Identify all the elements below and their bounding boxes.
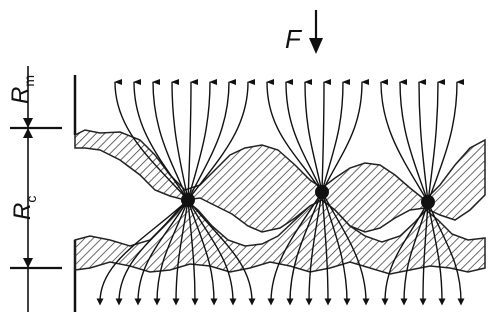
svg-text:Rc: Rc — [9, 196, 39, 220]
rc-label: R — [9, 203, 36, 220]
down-arrow-icon — [309, 10, 323, 54]
rm-subscript: m — [21, 75, 37, 87]
rc-dimension: Rc — [9, 196, 39, 220]
contact-spot — [421, 195, 435, 209]
upper-body — [75, 75, 485, 232]
flow-line-upper — [419, 82, 428, 202]
flow-line-upper — [428, 82, 438, 202]
rc-subscript: c — [23, 196, 39, 203]
force-indicator: F — [285, 10, 323, 54]
rm-label: R — [7, 87, 34, 104]
flow-line-upper — [188, 82, 191, 200]
contact-spot — [181, 193, 195, 207]
svg-text:Rm: Rm — [7, 75, 37, 104]
flow-line-upper — [322, 82, 324, 192]
rm-dimension: Rm — [7, 66, 62, 312]
contact-spot — [315, 185, 329, 199]
force-label: F — [285, 24, 303, 54]
